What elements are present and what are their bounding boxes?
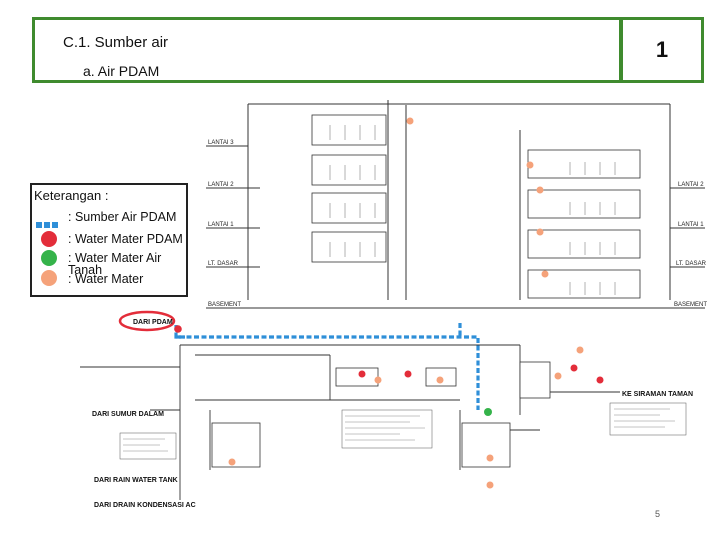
lower-pipework [80, 344, 620, 500]
water-meter-orange-lower [228, 346, 584, 489]
info-text-lines [123, 408, 675, 452]
orange-dot-icon [41, 270, 57, 286]
outlet-label-garden: KE SIRAMAN TAMAN [622, 391, 693, 398]
floor-label-left: LANTAI 2 [208, 182, 234, 188]
pdam-supply-line [174, 323, 480, 410]
legend-item-groundwater-meter: : Water Mater Air Tanah [68, 251, 162, 277]
floor-label-left: BASEMENT [208, 302, 241, 308]
water-meter-green [484, 408, 492, 416]
floor-label-right: LANTAI 2 [678, 182, 704, 188]
title-line-1: C.1. Sumber air [63, 34, 169, 51]
legend-item-pdam: : Sumber Air PDAM [68, 210, 177, 224]
source-label-rain-tank: DARI RAIN WATER TANK [94, 477, 178, 484]
floor-label-left: LT. DASAR [208, 261, 239, 267]
fixture-boxes [311, 114, 641, 299]
title-box: C.1. Sumber air a. Air PDAM [32, 17, 622, 83]
riser-structure [206, 100, 705, 309]
red-dot-icon [41, 231, 57, 247]
green-dot-icon [41, 250, 57, 266]
source-label-ac-drain: DARI DRAIN KONDENSASI AC [94, 502, 196, 509]
slide-number-box: 1 [620, 17, 704, 83]
legend-box: Keterangan : : Sumber Air PDAM : Water M… [30, 183, 188, 297]
slide-number: 1 [655, 37, 669, 62]
legend-item-meter: : Water Mater [68, 272, 144, 286]
water-meter-orange-upper [406, 117, 549, 278]
floor-label-right: BASEMENT [674, 302, 707, 308]
pdam-line-swatch [36, 215, 64, 228]
source-label-deep-well: DARI SUMUR DALAM [92, 411, 164, 418]
floor-label-right: LT. DASAR [676, 261, 707, 267]
info-boxes [119, 402, 687, 460]
water-meter-red [174, 325, 604, 384]
legend-title: Keterangan : [34, 188, 109, 203]
floor-label-left: LANTAI 3 [208, 140, 234, 146]
title-line-2: a. Air PDAM [83, 63, 160, 79]
page-number: 5 [655, 509, 661, 519]
legend-item-pdam-meter: : Water Mater PDAM [68, 232, 183, 246]
floor-label-right: LANTAI 1 [678, 222, 704, 228]
fixture-ticks [329, 125, 616, 295]
pdam-source-highlight [118, 310, 176, 332]
source-label-pdam: DARI PDAM [133, 319, 173, 326]
floor-label-left: LANTAI 1 [208, 222, 234, 228]
lower-tanks [211, 361, 551, 468]
